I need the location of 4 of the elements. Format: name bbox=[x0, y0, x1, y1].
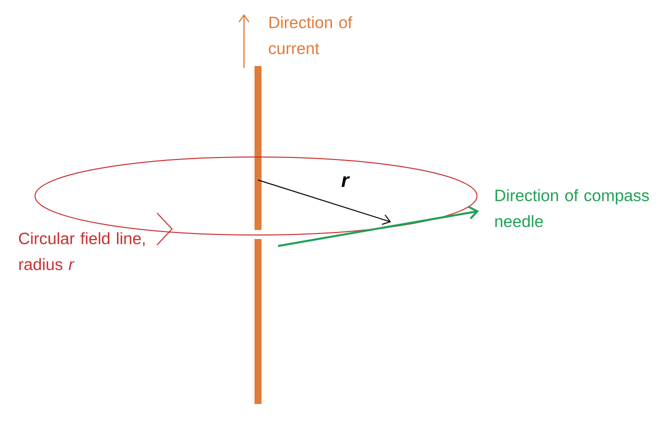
annotation-text: Direction of compass needle bbox=[495, 189, 649, 228]
annotation-text: Circular field line, radius r bbox=[19, 232, 145, 270]
annotation-text: Direction of current bbox=[268, 16, 352, 54]
radius-label: r bbox=[342, 176, 350, 187]
